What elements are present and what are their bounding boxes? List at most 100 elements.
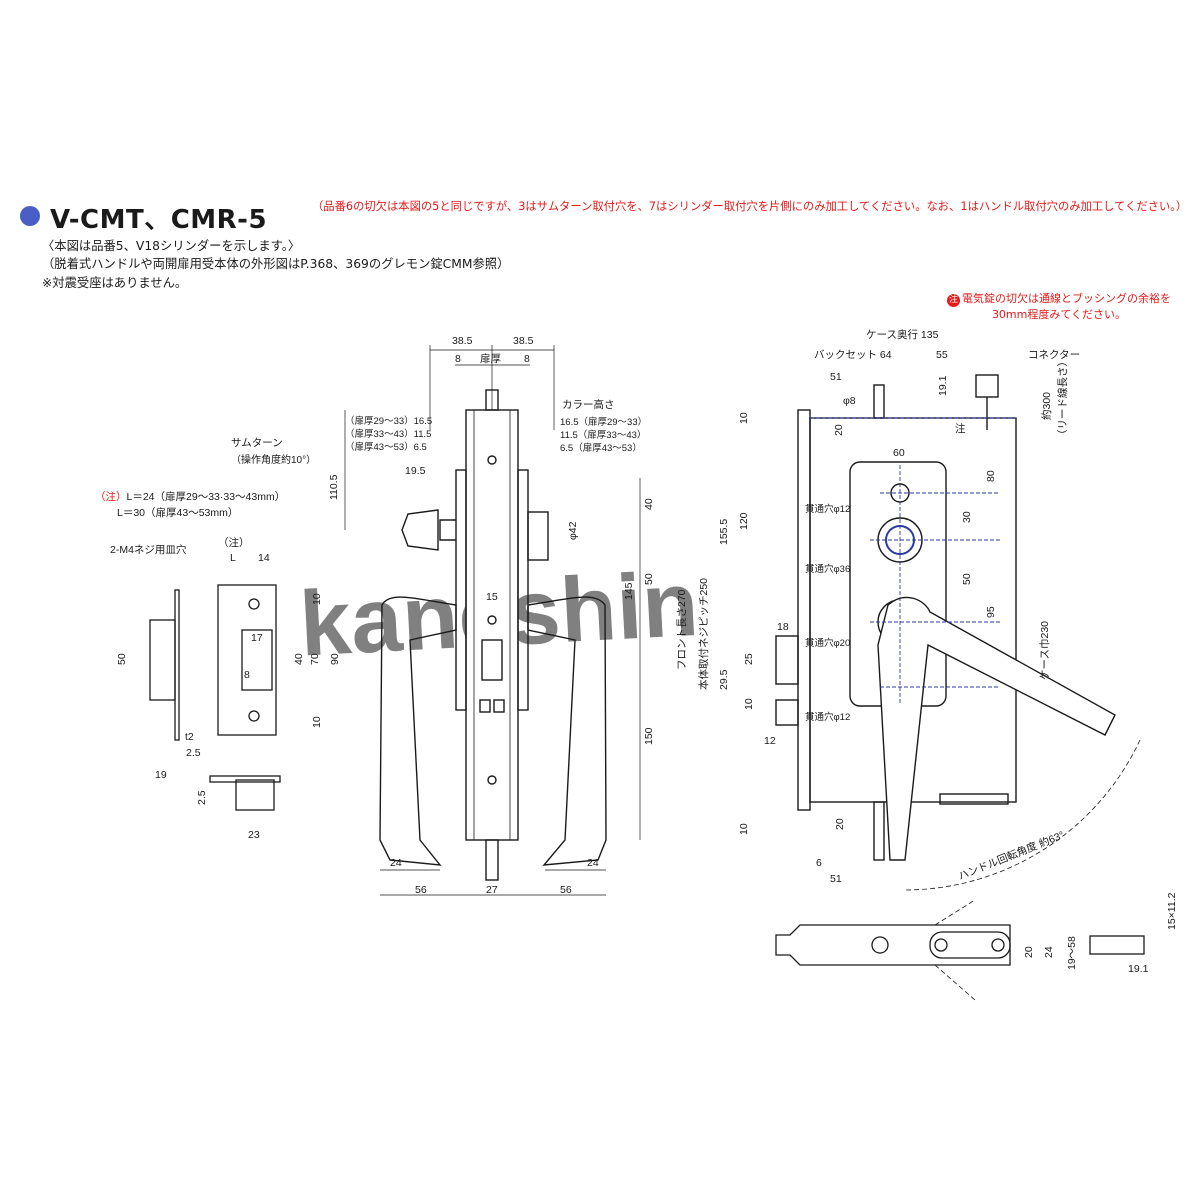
dim-L: L xyxy=(230,552,236,564)
body-pitch-label: 本体取付ネジピッチ250 xyxy=(697,578,710,690)
strike-opening xyxy=(241,629,273,691)
dim-38-5-right: 38.5 xyxy=(513,335,534,347)
dim-10-bottom-front: 10 xyxy=(738,823,750,835)
note-tag-3: 注 xyxy=(955,422,966,435)
rotation-arc xyxy=(904,739,1141,891)
screw-icon xyxy=(487,775,497,785)
front-view xyxy=(775,374,1141,891)
screw-hole-icon xyxy=(248,598,260,610)
screw-hole-icon xyxy=(248,710,260,722)
dim-25: 25 xyxy=(743,653,755,665)
dead-bolt xyxy=(775,699,799,726)
front-length-label: フロント長さ270 xyxy=(676,589,688,670)
dim-95: 95 xyxy=(985,606,997,618)
dim-50-strike: 50 xyxy=(116,653,128,665)
left-collar-1: （扉厚29～33）16.5 xyxy=(345,415,432,427)
left-collar-3: （扉厚43～53）6.5 xyxy=(345,441,427,453)
subtitle-1: 〈本図は品番5、V18シリンダーを示します。〉 xyxy=(42,239,301,253)
bolt-top-view xyxy=(775,924,1011,966)
dim-50: 50 xyxy=(643,573,655,585)
dim-15: 15 xyxy=(486,591,498,603)
bottom-connector xyxy=(939,793,1009,805)
top-view-labels: 20 24 19～58 15×11.2 19.1 xyxy=(1023,892,1178,975)
lead-length: 約300 xyxy=(1040,392,1053,420)
lead-length-note: （リード線長さ） xyxy=(1056,356,1069,440)
dim-40: 40 xyxy=(643,498,655,510)
left-escutcheon xyxy=(455,469,467,711)
hub-icon xyxy=(871,936,889,954)
elec-note-line2: 30mm程度みてください。 xyxy=(991,308,1127,321)
dim-10-latch: 10 xyxy=(743,698,755,710)
top-rod xyxy=(873,384,885,419)
connector-icon xyxy=(975,374,999,398)
through-hole-12-top: 貫通穴φ12 xyxy=(805,503,850,515)
dim-150: 150 xyxy=(643,727,655,745)
thumbturn-knob xyxy=(401,509,439,551)
dim-56-left: 56 xyxy=(415,884,427,896)
dim-24-left: 24 xyxy=(390,857,402,869)
elec-note-line1: 電気錠の切欠は通線とブッシングの余裕を xyxy=(962,292,1171,305)
collar-2: 11.5（扉厚33～43） xyxy=(560,429,646,441)
through-hole-12-bottom: 貫通穴φ12 xyxy=(805,711,850,723)
right-handle xyxy=(527,596,607,866)
subtitle-3: ※対震受座はありません。 xyxy=(42,276,188,290)
handle-top xyxy=(929,931,1011,959)
backset-label: バックセット 64 xyxy=(814,349,892,361)
dim-19-1-tv: 19.1 xyxy=(1128,963,1149,975)
case-depth-label: ケース奥行 135 xyxy=(866,328,939,341)
dim-51-top: 51 xyxy=(830,371,842,383)
door-thickness-label: 扉厚 xyxy=(480,352,501,365)
dim-10-top: 10 xyxy=(311,593,323,605)
faceplate xyxy=(797,409,811,811)
dim-60: 60 xyxy=(893,447,905,459)
dim-10-front: 10 xyxy=(738,412,750,424)
dim-8-left: 8 xyxy=(455,353,461,365)
strike-bottom-flange xyxy=(209,775,281,783)
dim-19-5: 19.5 xyxy=(405,465,426,477)
note-tag-L: （注）L＝24（扉厚29～33·33～43mm） xyxy=(95,490,285,503)
dim-2-5-b: 2.5 xyxy=(196,790,208,805)
screw-icon xyxy=(487,455,497,465)
right-escutcheon xyxy=(517,469,529,711)
cylinder xyxy=(527,511,549,561)
page-title: V-CMT、CMR-5 xyxy=(50,205,268,235)
dim-2-5: 2.5 xyxy=(186,747,201,759)
strike-edge xyxy=(174,589,180,741)
m4-countersink-label: 2-M4ネジ用皿穴 xyxy=(110,543,187,556)
dim-27: 27 xyxy=(486,884,498,896)
dim-phi-42: φ42 xyxy=(567,521,579,540)
bottom-rod xyxy=(873,801,885,861)
dim-110-5: 110.5 xyxy=(328,474,340,500)
electric-lock-note: 注電気錠の切欠は通線とブッシングの余裕を 30mm程度みてください。 xyxy=(934,291,1184,322)
dim-20-top: 20 xyxy=(833,424,845,436)
connector-label: コネクター xyxy=(1028,349,1080,361)
left-handle xyxy=(379,596,457,866)
strike-labels: （注）L＝24（扉厚29～33·33～43mm） L＝30（扉厚43～53mm）… xyxy=(95,490,341,841)
side-dims xyxy=(344,345,641,896)
title-bullet-icon xyxy=(20,206,40,226)
dim-6: 6 xyxy=(816,857,822,869)
dim-15x11-2: 15×11.2 xyxy=(1166,892,1178,930)
collar-1: 16.5（扉厚29～33） xyxy=(560,416,647,428)
dim-19-58: 19～58 xyxy=(1066,936,1078,970)
dim-120: 120 xyxy=(738,512,750,530)
dim-12: 12 xyxy=(764,735,776,747)
subtitle-2: （脱着式ハンドルや両開扉用受本体の外形図はP.368、369のグレモン錠CMM参… xyxy=(42,257,510,271)
dim-24-right: 24 xyxy=(587,857,599,869)
collar-3: 6.5（扉厚43～53） xyxy=(560,442,642,454)
note-tag-2: （注） xyxy=(218,536,250,549)
dim-phi-8: φ8 xyxy=(843,395,856,407)
L-30-label: L＝30（扉厚43～53mm） xyxy=(117,506,238,519)
dim-20-bottom: 20 xyxy=(834,818,846,830)
dim-50-front: 50 xyxy=(961,573,973,585)
strike-plate-view xyxy=(149,584,281,811)
dim-19: 19 xyxy=(155,769,167,781)
dim-20-tv: 20 xyxy=(1023,946,1035,958)
dim-17: 17 xyxy=(251,632,263,644)
dim-8-right: 8 xyxy=(524,353,530,365)
lever-handle xyxy=(877,596,1116,861)
collar-height-label: カラー高さ xyxy=(562,398,615,411)
dim-23: 23 xyxy=(248,829,260,841)
strike-plate xyxy=(217,584,277,736)
